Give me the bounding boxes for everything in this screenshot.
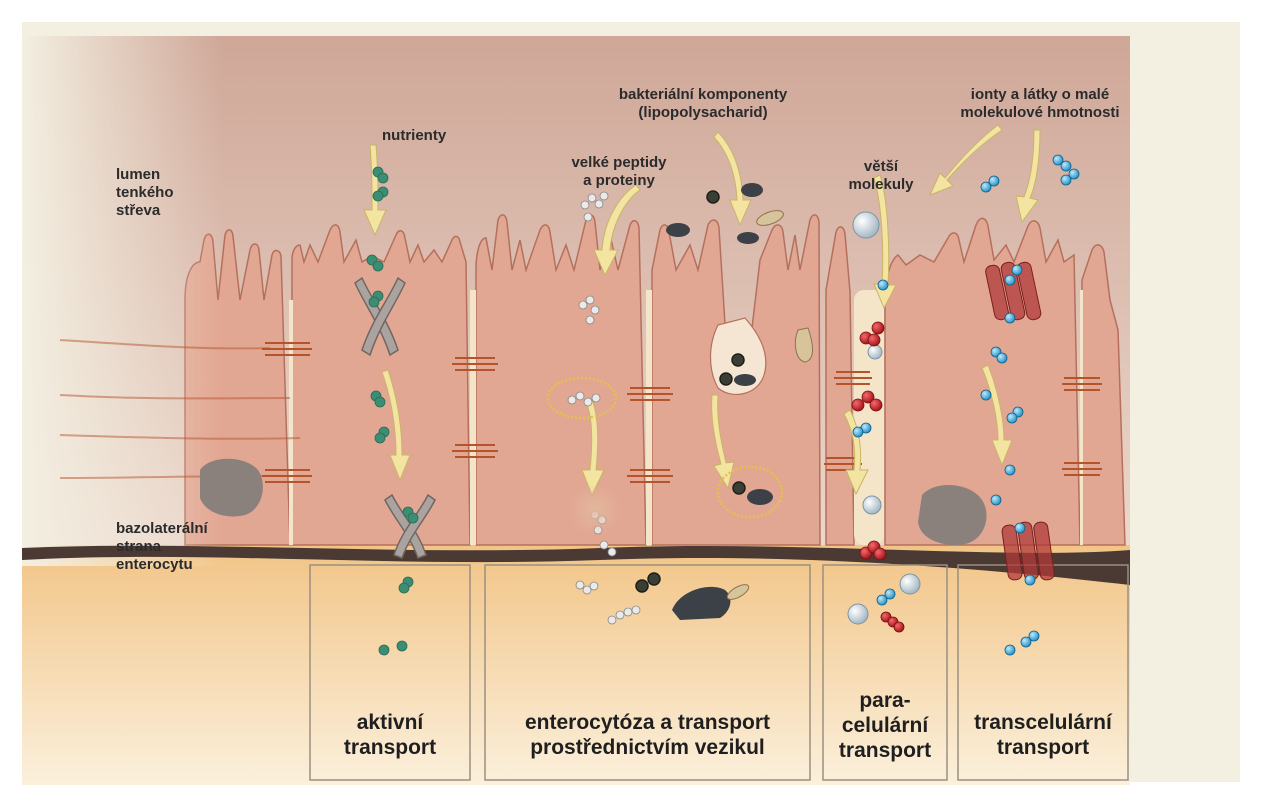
label-ions-line: molekulové hmotnosti xyxy=(960,104,1120,121)
red-particles xyxy=(851,321,905,633)
enterocyte-2 xyxy=(291,224,471,546)
panel-trans-line: transport xyxy=(996,736,1090,759)
label-basolateral-line: bazolaterální xyxy=(116,520,208,537)
panel-para-line: celulární xyxy=(841,714,929,737)
dark-particles xyxy=(635,190,746,593)
panel-active-line: transport xyxy=(343,736,437,759)
arrow-peptides-cell xyxy=(581,399,605,497)
panel-vesicle-transport: enterocytóza a transport prostřednictvím… xyxy=(485,710,810,760)
nucleus xyxy=(200,458,263,517)
carrier-protein xyxy=(354,276,436,559)
label-basolateral-line: strana xyxy=(116,538,162,555)
left-fade xyxy=(22,36,222,566)
label-peptides-line: a proteiny xyxy=(583,172,655,189)
lps-particle xyxy=(794,327,813,363)
label-basolateral: bazolaterální strana enterocytu xyxy=(116,520,208,574)
panel-active-line: aktivní xyxy=(356,711,424,734)
frame-para xyxy=(822,564,948,781)
label-basolateral-line: enterocytu xyxy=(116,556,193,573)
arrow-nutrients-cell xyxy=(381,369,411,482)
tight-junction xyxy=(627,387,673,483)
frame-active xyxy=(309,564,471,781)
vesicle-fade xyxy=(569,484,621,536)
label-ions-line: ionty a látky o malé xyxy=(970,86,1110,103)
panel-para-line: para- xyxy=(859,689,911,712)
panel-active-transport: aktivní transport xyxy=(310,710,470,760)
bacterium-icon xyxy=(737,232,759,244)
label-bacterial: bakteriální komponenty (lipopolysacharid… xyxy=(598,86,808,122)
lps-particle xyxy=(726,584,750,600)
label-lumen-line: tenkého xyxy=(116,184,174,201)
panel-vesicle-line: enterocytóza a transport xyxy=(524,711,771,734)
label-peptides-line: velké peptidy xyxy=(571,154,667,171)
panel-transcellular-transport: transcelulární transport xyxy=(958,710,1128,760)
label-bacterial-line: bakteriální komponenty xyxy=(618,86,788,103)
panel-para-line: transport xyxy=(838,739,932,762)
enterocyte-layer xyxy=(184,214,1126,546)
bacterium-icon xyxy=(672,586,731,620)
arrow-bacterial xyxy=(713,131,752,227)
transport-arrows xyxy=(363,124,1041,497)
label-lumen: lumen tenkého střeva xyxy=(116,166,174,220)
frame-vesicle xyxy=(484,564,811,781)
vesicle xyxy=(546,376,784,519)
bacterium-icon xyxy=(747,489,773,505)
arrow-peptides xyxy=(593,184,641,277)
label-bacterial-line: (lipopolysacharid) xyxy=(638,104,768,121)
label-larger-line: molekuly xyxy=(848,176,914,193)
basement-membrane xyxy=(22,545,1130,585)
arrow-ions-cell xyxy=(981,364,1013,467)
label-peptides: velké peptidy a proteiny xyxy=(554,154,684,190)
bacterium-icon xyxy=(734,374,756,386)
label-larger-line: větší xyxy=(863,158,899,175)
enterocyte-para xyxy=(825,226,855,546)
arrow-ions-right xyxy=(1015,129,1041,224)
nutrient-particles xyxy=(366,166,419,656)
large-molecule-sphere xyxy=(847,211,921,625)
label-larger: větší molekuly xyxy=(836,158,926,194)
enterocyte-3 xyxy=(475,214,647,546)
panel-vesicle-line: prostřednictvím vezikul xyxy=(530,736,765,759)
label-lumen-line: lumen xyxy=(116,166,161,183)
channel-protein xyxy=(985,261,1055,581)
label-ions: ionty a látky o malé molekulové hmotnost… xyxy=(940,86,1140,122)
tight-junction xyxy=(452,357,498,458)
arrow-larger xyxy=(873,174,897,310)
enterocyte-5 xyxy=(884,217,1081,546)
bacterium-icon xyxy=(666,223,690,237)
label-nutrients: nutrienty xyxy=(382,127,447,144)
ion-particles xyxy=(852,154,1080,656)
tight-junction xyxy=(1062,377,1102,476)
panel-trans-line: transcelulární xyxy=(974,711,1112,734)
tight-junctions xyxy=(59,339,1102,483)
arrow-ions-left xyxy=(929,124,1003,196)
label-lumen-line: střeva xyxy=(116,202,161,219)
lps-particle xyxy=(756,210,784,226)
arrow-bacterial-cell xyxy=(711,394,735,490)
nucleus xyxy=(918,484,987,546)
bacteria-group xyxy=(666,183,773,620)
panel-paracellular-transport: para- celulární transport xyxy=(823,688,947,763)
bacterium-icon xyxy=(741,183,763,197)
